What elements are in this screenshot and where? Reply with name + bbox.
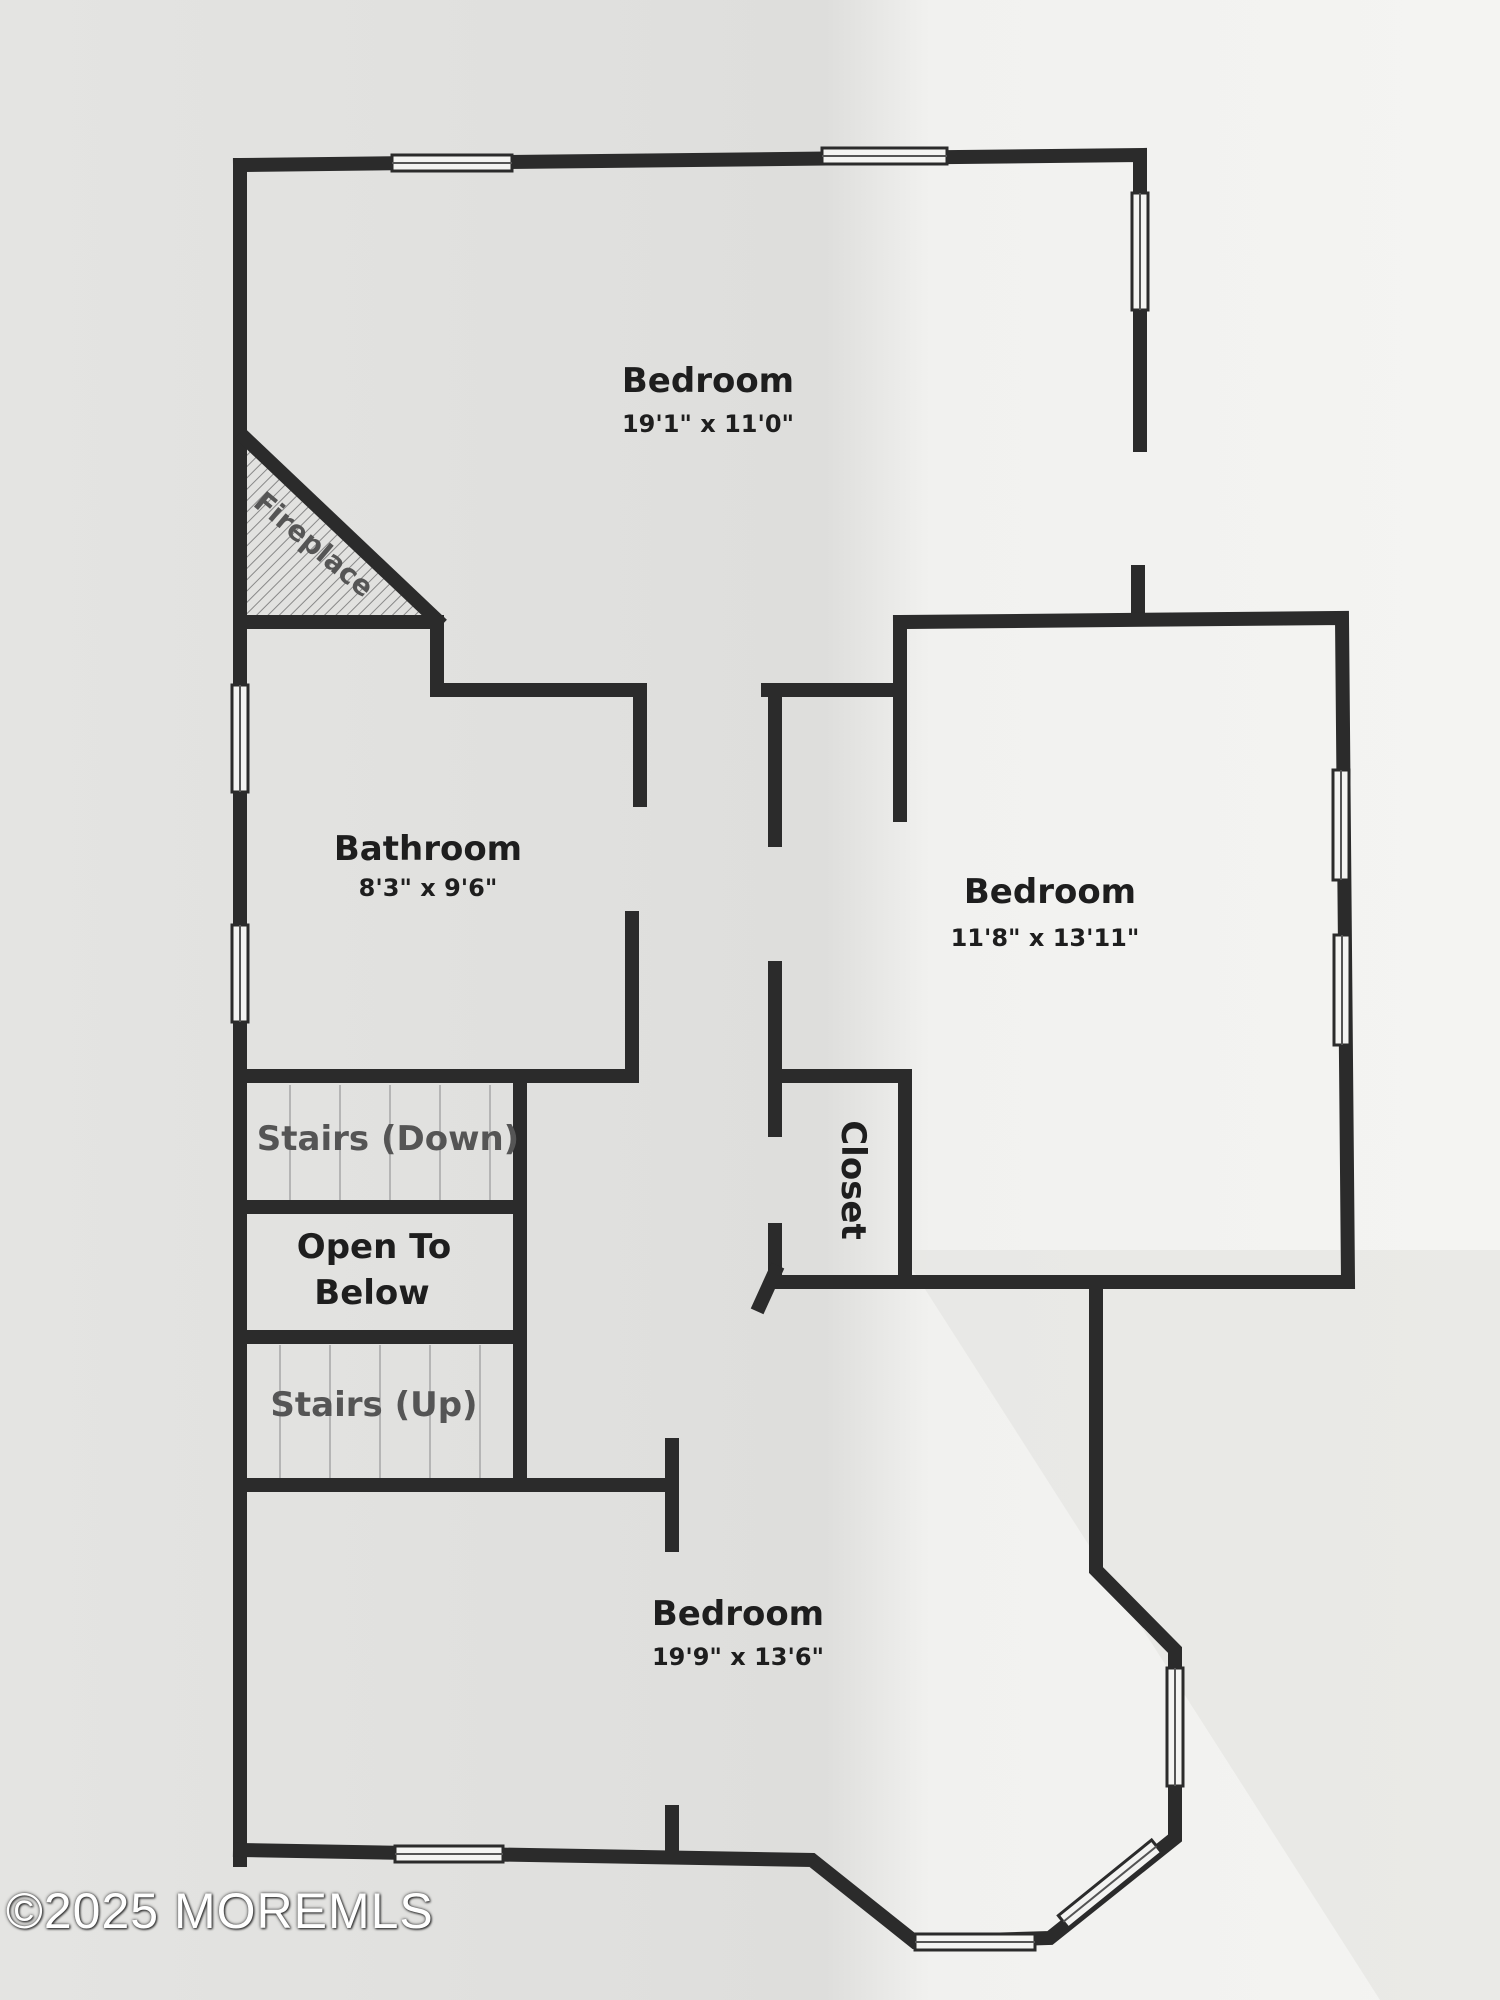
window-bay-right (1165, 1666, 1185, 1788)
window-top-2 (820, 146, 949, 166)
closet-label: Closet (833, 1120, 873, 1240)
bedroom-bottom-dims: 19'9" x 13'6" (652, 1643, 824, 1671)
window-left-2 (230, 923, 250, 1024)
window-top-1 (390, 153, 514, 173)
bathroom-name: Bathroom (334, 829, 522, 869)
window-bottom-left (393, 1844, 505, 1864)
window-right-1 (1331, 768, 1351, 882)
stairs-down-treads (289, 1085, 491, 1200)
stairs-up-label: Stairs (Up) (270, 1385, 477, 1425)
bedroom-right-dims: 11'8" x 13'11" (951, 924, 1140, 952)
bedroom-top-dims: 19'1" x 11'0" (622, 410, 794, 438)
stairs-down-label: Stairs (Down) (257, 1119, 519, 1159)
window-right-2 (1332, 933, 1352, 1047)
window-top-right (1130, 191, 1150, 312)
open-to-below-line2: Below (314, 1273, 429, 1313)
window-bay-bottom (913, 1932, 1037, 1952)
watermark: ©2025 MOREMLS (6, 1883, 434, 1939)
stairs-up-treads (279, 1345, 481, 1480)
window-left-1 (230, 683, 250, 794)
bedroom-right-name: Bedroom (964, 872, 1136, 912)
bathroom-dims: 8'3" x 9'6" (359, 874, 498, 902)
bedroom-bottom-name: Bedroom (652, 1594, 824, 1634)
bedroom-top-name: Bedroom (622, 361, 794, 401)
window-bay-diagonal (1056, 1837, 1164, 1931)
open-to-below-line1: Open To (297, 1227, 451, 1267)
windows (230, 146, 1352, 1952)
